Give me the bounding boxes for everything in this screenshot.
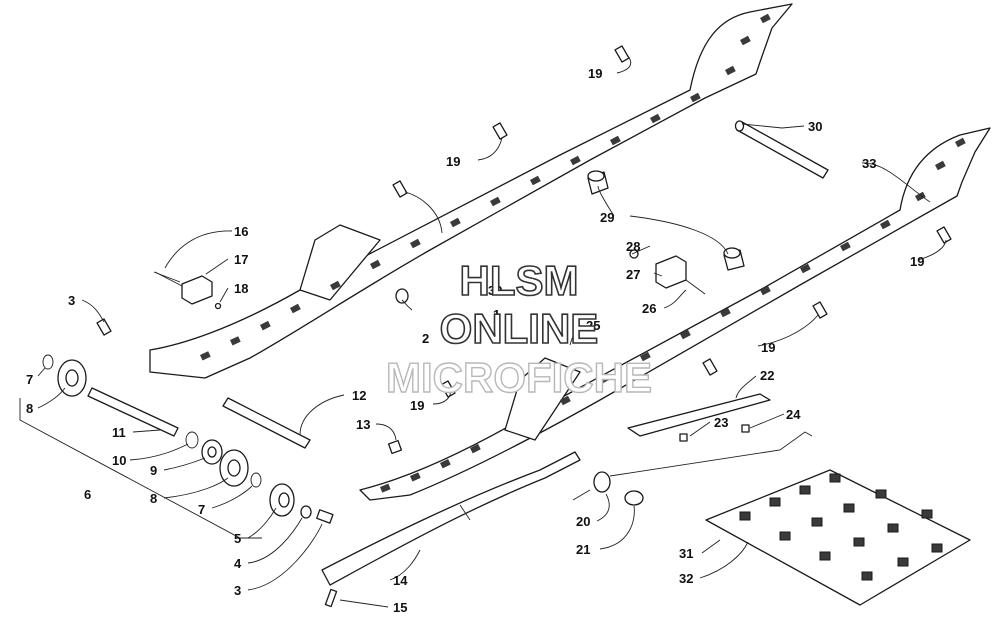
- callout-6: 6: [84, 487, 91, 502]
- callout-26: 26: [642, 301, 656, 316]
- bearing-8-upper: [57, 359, 87, 397]
- callout-labels: 1 2 3 3 4 5 6 7 7 8 8 9 10 11 12 13 14 1…: [26, 66, 924, 615]
- callout-17: 17: [234, 252, 248, 267]
- axle-11: [87, 387, 179, 437]
- bolt-3-upper: [96, 318, 112, 336]
- callout-7-lower: 7: [198, 502, 205, 517]
- callout-30-b: 30: [488, 283, 502, 298]
- callout-16: 16: [234, 224, 248, 239]
- pin-21: [624, 490, 644, 506]
- track-cleats: [739, 473, 943, 581]
- watermark-line2: ONLINE: [440, 305, 599, 352]
- front-rail: [359, 127, 991, 501]
- bolt-23-24: [679, 424, 750, 442]
- callout-21: 21: [576, 542, 590, 557]
- callout-15: 15: [393, 600, 407, 615]
- callout-5: 5: [234, 531, 241, 546]
- callout-8-upper: 8: [26, 401, 33, 416]
- bolt-19-b: [492, 122, 508, 140]
- shaft-12: [222, 397, 311, 449]
- bearing-8-lower: [219, 449, 249, 487]
- spacer-29-upper: [587, 170, 609, 195]
- callout-24: 24: [786, 407, 801, 422]
- callout-2: 2: [422, 331, 429, 346]
- leader-lines: [37, 55, 947, 608]
- block-17: [154, 271, 213, 305]
- screw-15: [324, 588, 338, 608]
- spacer-29-lower: [723, 247, 745, 271]
- callout-3-lower: 3: [234, 583, 241, 598]
- callout-23: 23: [714, 415, 728, 430]
- watermark-line1: HLSM: [460, 257, 579, 304]
- callout-19-d: 19: [761, 340, 775, 355]
- ring-7-upper: [42, 354, 54, 370]
- callout-20: 20: [576, 514, 590, 529]
- group-bracket-6: [19, 398, 262, 539]
- callout-22: 22: [760, 368, 774, 383]
- callout-11: 11: [112, 425, 126, 440]
- spring-20: [572, 431, 813, 501]
- track-31: [705, 469, 971, 606]
- block-26: [655, 255, 706, 295]
- washer-4: [300, 505, 312, 519]
- callout-4: 4: [234, 556, 242, 571]
- callout-14: 14: [393, 573, 408, 588]
- bearing-9: [201, 439, 223, 465]
- callout-9: 9: [150, 463, 157, 478]
- callout-10: 10: [112, 453, 126, 468]
- callout-1: 1: [493, 307, 500, 322]
- pin-16: [153, 271, 181, 283]
- front-rail-slots: [380, 137, 966, 493]
- callout-25: 25: [586, 318, 600, 333]
- callout-19-e: 19: [410, 398, 424, 413]
- washer-2: [395, 288, 409, 304]
- callout-18: 18: [234, 281, 248, 296]
- pin-18: [214, 302, 222, 310]
- insert-13: [387, 439, 403, 455]
- callout-8-lower: 8: [150, 491, 157, 506]
- cross-shaft-30: [734, 120, 829, 179]
- watermark: HLSM ONLINE MICROFICHE: [385, 256, 652, 402]
- callout-19-b: 19: [446, 154, 460, 169]
- rear-rail-slots: [200, 13, 771, 361]
- bolt-19-a: [614, 45, 630, 63]
- slide-14: [321, 451, 581, 586]
- callout-30-a: 30: [808, 119, 822, 134]
- bolt-3-lower: [316, 509, 334, 524]
- callout-31: 31: [679, 546, 693, 561]
- link-bar-22: [627, 393, 771, 437]
- bolt-19-e: [812, 301, 828, 319]
- rear-rail: [149, 3, 793, 379]
- callout-27: 27: [626, 267, 640, 282]
- callout-19-a: 19: [588, 66, 602, 81]
- watermark-line3: MICROFICHE: [386, 354, 652, 401]
- callout-19-c: 19: [910, 254, 924, 269]
- ring-10: [185, 431, 199, 449]
- callout-13: 13: [356, 417, 370, 432]
- callout-32: 32: [679, 571, 693, 586]
- bolt-19-d: [936, 226, 952, 244]
- callout-7-upper: 7: [26, 372, 33, 387]
- callout-3-upper: 3: [68, 293, 75, 308]
- bolt-19-g: [440, 380, 456, 398]
- callout-33: 33: [862, 156, 876, 171]
- ring-7-lower: [250, 472, 262, 488]
- callout-28: 28: [626, 239, 640, 254]
- callout-29: 29: [600, 210, 614, 225]
- callout-12: 12: [352, 388, 366, 403]
- bolt-19-f: [702, 358, 718, 376]
- bolt-19-c: [392, 180, 408, 198]
